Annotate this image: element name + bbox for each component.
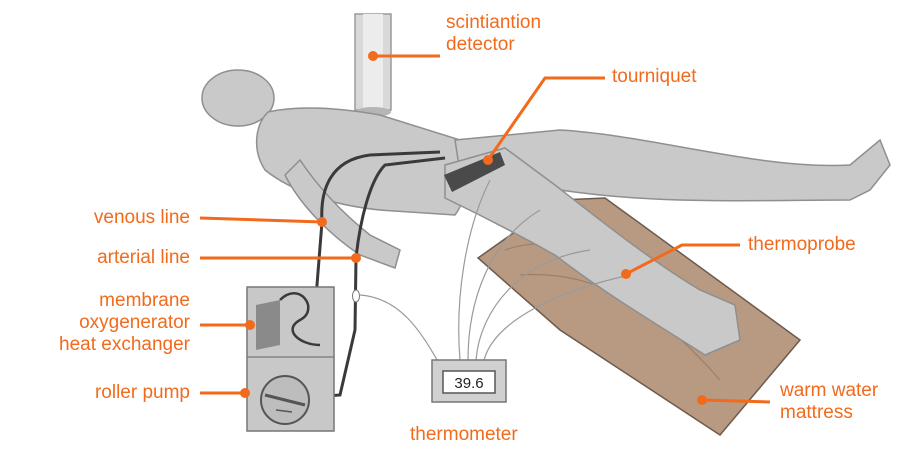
scintillation-detector	[355, 14, 391, 117]
label-line: oxygenerator	[20, 312, 190, 334]
filter-bulb	[353, 290, 360, 302]
label-line: membrane	[20, 290, 190, 312]
label-tourniquet: tourniquet	[612, 66, 697, 88]
thermometer-cable	[360, 295, 440, 365]
label-roller-pump: roller pump	[40, 382, 190, 404]
label-membrane-oxygenerator: membrane oxygenerator heat exchanger	[20, 290, 190, 356]
label-line: heat exchanger	[20, 334, 190, 356]
perfusion-machine	[247, 287, 334, 431]
label-line: warm water	[780, 380, 878, 402]
label-line: detector	[446, 34, 541, 56]
label-thermometer: thermometer	[410, 424, 518, 446]
label-warm-water-mattress: warm water mattress	[780, 380, 878, 424]
thermometer-reading: 39.6	[454, 375, 483, 392]
label-arterial-line: arterial line	[40, 247, 190, 269]
label-line: mattress	[780, 402, 878, 424]
label-scintillation-detector: scintiantion detector	[446, 12, 541, 56]
label-venous-line: venous line	[40, 207, 190, 229]
label-line: scintiantion	[446, 12, 541, 34]
label-thermoprobe: thermoprobe	[748, 234, 856, 256]
